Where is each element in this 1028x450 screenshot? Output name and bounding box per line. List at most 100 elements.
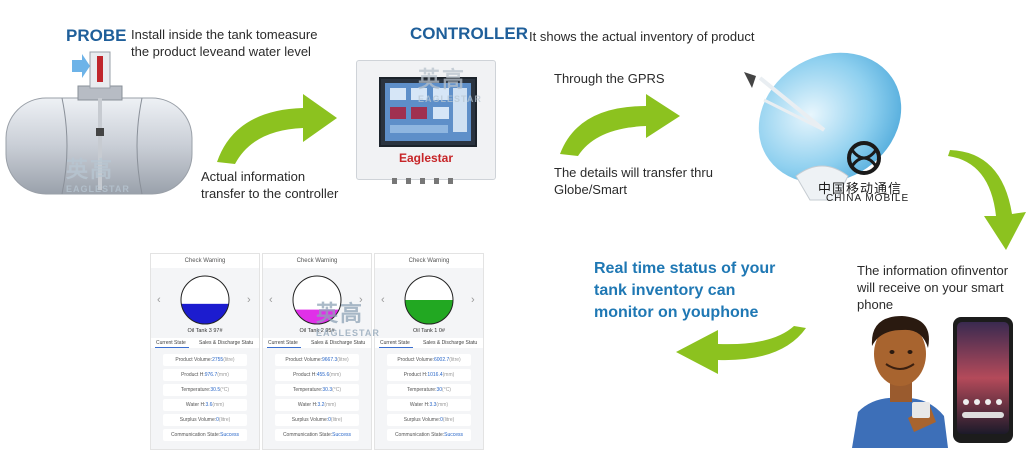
status-row-label: Product Volume: [397,357,434,363]
gprs-label: Through the GPRS [554,71,665,86]
actual-info-text: Actual information transfer to the contr… [201,168,338,202]
status-row-unit: (litre) [442,417,455,423]
chevron-right-icon[interactable]: › [471,294,475,306]
status-row-label: Communication State: [394,432,445,438]
tank-status-card[interactable]: Check Warning‹›Oil Tank 2 95#Current Sta… [262,253,372,450]
chevron-right-icon[interactable]: › [247,294,251,306]
card-tabs: Current State Sales & Discharge Statu [375,338,483,348]
status-row-value: Success [220,432,240,438]
status-row: Temperature:30(°C) [387,384,471,396]
status-row-value: 976.7 [204,372,218,378]
status-row-value: 3.6 [205,402,213,408]
details-line1: The details will transfer thru [554,165,713,180]
status-row-value: 2755 [212,357,224,363]
actual-info-line2: transfer to the controller [201,186,339,201]
controller-description: It shows the actual inventory of product [529,29,755,44]
status-row-value: 0 [328,417,331,423]
chevron-right-icon[interactable]: › [359,294,363,306]
status-row-label: Water H: [297,402,318,408]
status-row-unit: (mm) [329,372,341,378]
tank-level-gauge [404,275,454,325]
status-row-unit: (litre) [223,357,235,363]
china-mobile-logo-icon [847,141,881,175]
status-row-label: Water H: [409,402,430,408]
status-row: Water H:3.6(mm) [163,399,247,411]
status-row-label: Surplus Volume: [179,417,217,423]
person-icon [852,316,948,448]
status-row-label: Product H: [403,372,428,378]
info-receive-line1: The information ofinventor [857,263,1009,278]
tab-sales-discharge[interactable]: Sales & Discharge Statu [311,340,366,346]
actual-info-line1: Actual information [201,169,306,184]
realtime-line2: tank inventory can [594,282,736,299]
status-row: Product Volume:6002.7(litre) [387,354,471,366]
chevron-left-icon[interactable]: ‹ [381,294,385,306]
probe-title: PROBE [66,26,127,45]
status-row-label: Product H: [181,372,205,378]
status-row-label: Surplus Volume: [403,417,441,423]
status-row-value: 3.2 [317,402,325,408]
controller-title: CONTROLLER [410,24,529,43]
realtime-line1: Real time status of your [594,260,776,277]
status-row: Water H:3.3(mm) [387,399,471,411]
realtime-status-text: Real time status of your tank inventory … [594,258,775,324]
status-row: Surplus Volume:0(litre) [163,414,247,426]
status-row-value: 455.6 [316,372,330,378]
status-row-unit: (mm) [442,372,455,378]
probe-arrow-icon [72,54,90,78]
status-row-label: Product Volume: [285,357,322,363]
status-row: Communication State:Success [163,429,247,441]
flow-arrow-icon [948,150,1026,250]
status-row-value: Success [332,432,352,438]
tank-name: Oil Tank 1 0# [412,328,445,334]
status-row-value: 3.3 [429,402,437,408]
tank-status-card[interactable]: Check Warning‹›Oil Tank 1 0#Current Stat… [374,253,484,450]
tab-current-state[interactable]: Current State [268,340,298,346]
status-row-unit: (°C) [220,387,230,393]
chevron-left-icon[interactable]: ‹ [269,294,273,306]
status-row: Product H:455.6(mm) [275,369,359,381]
status-row-label: Communication State: [170,432,221,438]
controller-device: Eaglestar [356,60,496,180]
tank-level-gauge [180,275,230,325]
status-row-label: Surplus Volume: [291,417,329,423]
tank-name: Oil Tank 2 95# [299,328,335,334]
tank-name: Oil Tank 3 97# [187,328,223,334]
status-row: Communication State:Success [387,429,471,441]
tank-level-fill [181,303,229,324]
tab-sales-discharge[interactable]: Sales & Discharge Statu [199,340,254,346]
status-row-label: Temperature: [407,387,437,393]
status-row-label: Product H: [293,372,317,378]
tab-sales-discharge[interactable]: Sales & Discharge Statu [423,340,478,346]
controller-connectors [392,178,462,184]
status-row-value: 1016.4 [427,372,443,378]
status-row-unit: (mm) [212,402,225,408]
flow-arrow-icon [217,94,337,164]
status-row-unit: (litre) [218,417,231,423]
tab-current-state[interactable]: Current State [156,340,186,346]
status-row-label: Product Volume: [175,357,213,363]
status-row-value: 30 [436,387,443,393]
status-row-unit: (°C) [332,387,342,393]
card-header: Check Warning [375,254,483,268]
status-row-value: 0 [216,417,219,423]
status-row-unit: (mm) [217,372,229,378]
status-row-value: 9667.3 [322,357,338,363]
probe-desc-line1: Install inside the tank tomeasure [131,27,318,42]
china-mobile-en: CHINA MOBILE [826,193,910,204]
tank-status-card[interactable]: Check Warning‹›Oil Tank 3 97#Current Sta… [150,253,260,450]
status-row: Communication State:Success [275,429,359,441]
smartphone-icon [953,317,1013,443]
status-row: Water H:3.2(mm) [275,399,359,411]
status-row: Product H:1016.4(mm) [387,369,471,381]
status-row: Temperature:30.5(°C) [163,384,247,396]
chevron-left-icon[interactable]: ‹ [157,294,161,306]
status-row-value: 30.3 [322,387,333,393]
status-row: Product Volume:2755(litre) [163,354,247,366]
card-tabs: Current State Sales & Discharge Statu [151,338,259,348]
status-row-label: Temperature: [292,387,323,393]
controller-brand: Eaglestar [398,151,454,165]
status-row-value: 30.5 [210,387,221,393]
tab-current-state[interactable]: Current State [380,340,410,346]
flow-arrow-icon [560,94,680,156]
